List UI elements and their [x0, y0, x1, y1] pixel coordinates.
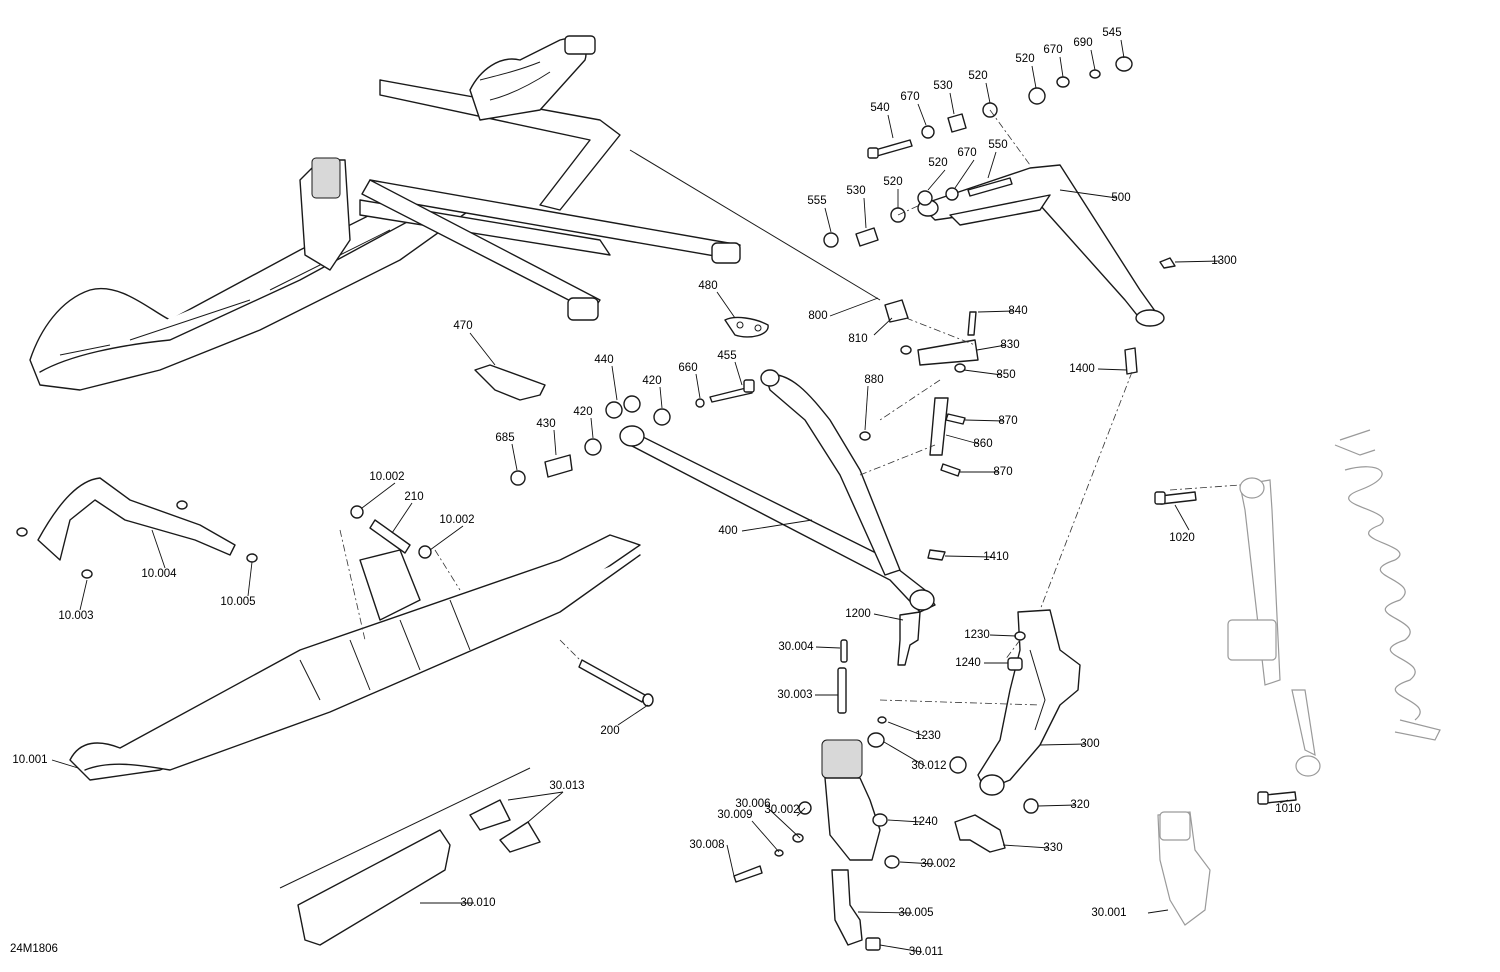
- part-callout: 555: [807, 195, 826, 207]
- part-callout: 10.003: [58, 610, 93, 622]
- part-callout: 200: [600, 725, 619, 737]
- part-callout: 10.005: [220, 596, 255, 608]
- part-callout: 1410: [983, 551, 1009, 563]
- part-callout: 1020: [1169, 532, 1195, 544]
- spindle: [977, 609, 1081, 796]
- part-callout: 420: [573, 406, 592, 418]
- part-callout: 540: [870, 102, 889, 114]
- part-callout: 320: [1070, 799, 1089, 811]
- part-callout: 840: [1008, 305, 1027, 317]
- part-callout: 1400: [1069, 363, 1095, 375]
- part-callout: 870: [993, 466, 1012, 478]
- part-callout: 830: [1000, 339, 1019, 351]
- part-callout: 810: [848, 333, 867, 345]
- centerlines: [339, 109, 1241, 706]
- part-callout: 530: [846, 185, 865, 197]
- part-callout: 210: [404, 491, 423, 503]
- figure-code: 24M1806: [10, 943, 58, 955]
- part-callout: 690: [1073, 37, 1092, 49]
- coil-spring: [1334, 429, 1441, 741]
- part-callout: 30.002: [764, 804, 799, 816]
- lower-a-arm: [619, 369, 936, 613]
- part-callout: 440: [594, 354, 613, 366]
- part-callout: 870: [998, 415, 1017, 427]
- part-callout: 545: [1102, 27, 1121, 39]
- part-callout: 1200: [845, 608, 871, 620]
- part-callout: 470: [453, 320, 472, 332]
- part-callout: 480: [698, 280, 717, 292]
- part-callout: 1240: [912, 816, 938, 828]
- part-callout: 420: [642, 375, 661, 387]
- part-callout: 455: [717, 350, 736, 362]
- part-callout: 10.002: [369, 471, 404, 483]
- part-callout: 1240: [955, 657, 981, 669]
- part-callout: 330: [1043, 842, 1062, 854]
- part-callout: 530: [933, 80, 952, 92]
- leader-lines: [51, 39, 1289, 953]
- part-callout: 520: [883, 176, 902, 188]
- part-callout: 1230: [964, 629, 990, 641]
- part-callout: 685: [495, 432, 514, 444]
- part-callout: 670: [900, 91, 919, 103]
- part-callout: 670: [957, 147, 976, 159]
- part-callout: 30.003: [777, 689, 812, 701]
- part-callout: 550: [988, 139, 1007, 151]
- part-callout: 10.004: [141, 568, 177, 580]
- part-callout: 10.002: [439, 514, 474, 526]
- part-callout: 30.001: [1091, 907, 1126, 919]
- part-callout: 520: [928, 157, 947, 169]
- part-callout: 30.010: [460, 897, 495, 909]
- hardware-small-parts: [16, 56, 1297, 946]
- part-callout: 400: [718, 525, 737, 537]
- part-callout: 30.009: [717, 809, 752, 821]
- part-callout: 670: [1043, 44, 1062, 56]
- part-callout: 520: [1015, 53, 1034, 65]
- part-callout: 1230: [915, 730, 941, 742]
- part-callout: 660: [678, 362, 697, 374]
- spindle-assembly-ghost: [1157, 811, 1211, 926]
- part-callout: 30.002: [920, 858, 955, 870]
- ski-handle: [37, 477, 236, 561]
- part-callout: 10.001: [12, 754, 47, 766]
- part-callout: 30.006: [735, 798, 770, 810]
- part-callout: 30.005: [898, 907, 933, 919]
- shock-absorber: [1227, 477, 1321, 777]
- part-callout: 800: [808, 310, 827, 322]
- part-callout: 30.004: [778, 641, 814, 653]
- part-callout: 300: [1080, 738, 1099, 750]
- part-callout: 1010: [1275, 803, 1301, 815]
- ski: [69, 534, 641, 781]
- part-callout: 30.012: [911, 760, 946, 772]
- part-callout: 860: [973, 438, 992, 450]
- part-callout: 30.011: [909, 946, 943, 958]
- part-callout: 1300: [1211, 255, 1237, 267]
- part-callout: 880: [864, 374, 883, 386]
- part-callout: 500: [1111, 192, 1130, 204]
- spindle-stack: [821, 611, 921, 951]
- part-callout: 430: [536, 418, 555, 430]
- callout-labels: 545 690 670 520 520 530 670 540 550 670 520 520 530 5…: [12, 27, 1300, 958]
- part-callout: 850: [996, 369, 1015, 381]
- part-callout: 520: [968, 70, 987, 82]
- assembled-ski-suspension: [29, 35, 881, 391]
- part-callout: 30.008: [689, 839, 724, 851]
- part-callout: 30.013: [549, 780, 584, 792]
